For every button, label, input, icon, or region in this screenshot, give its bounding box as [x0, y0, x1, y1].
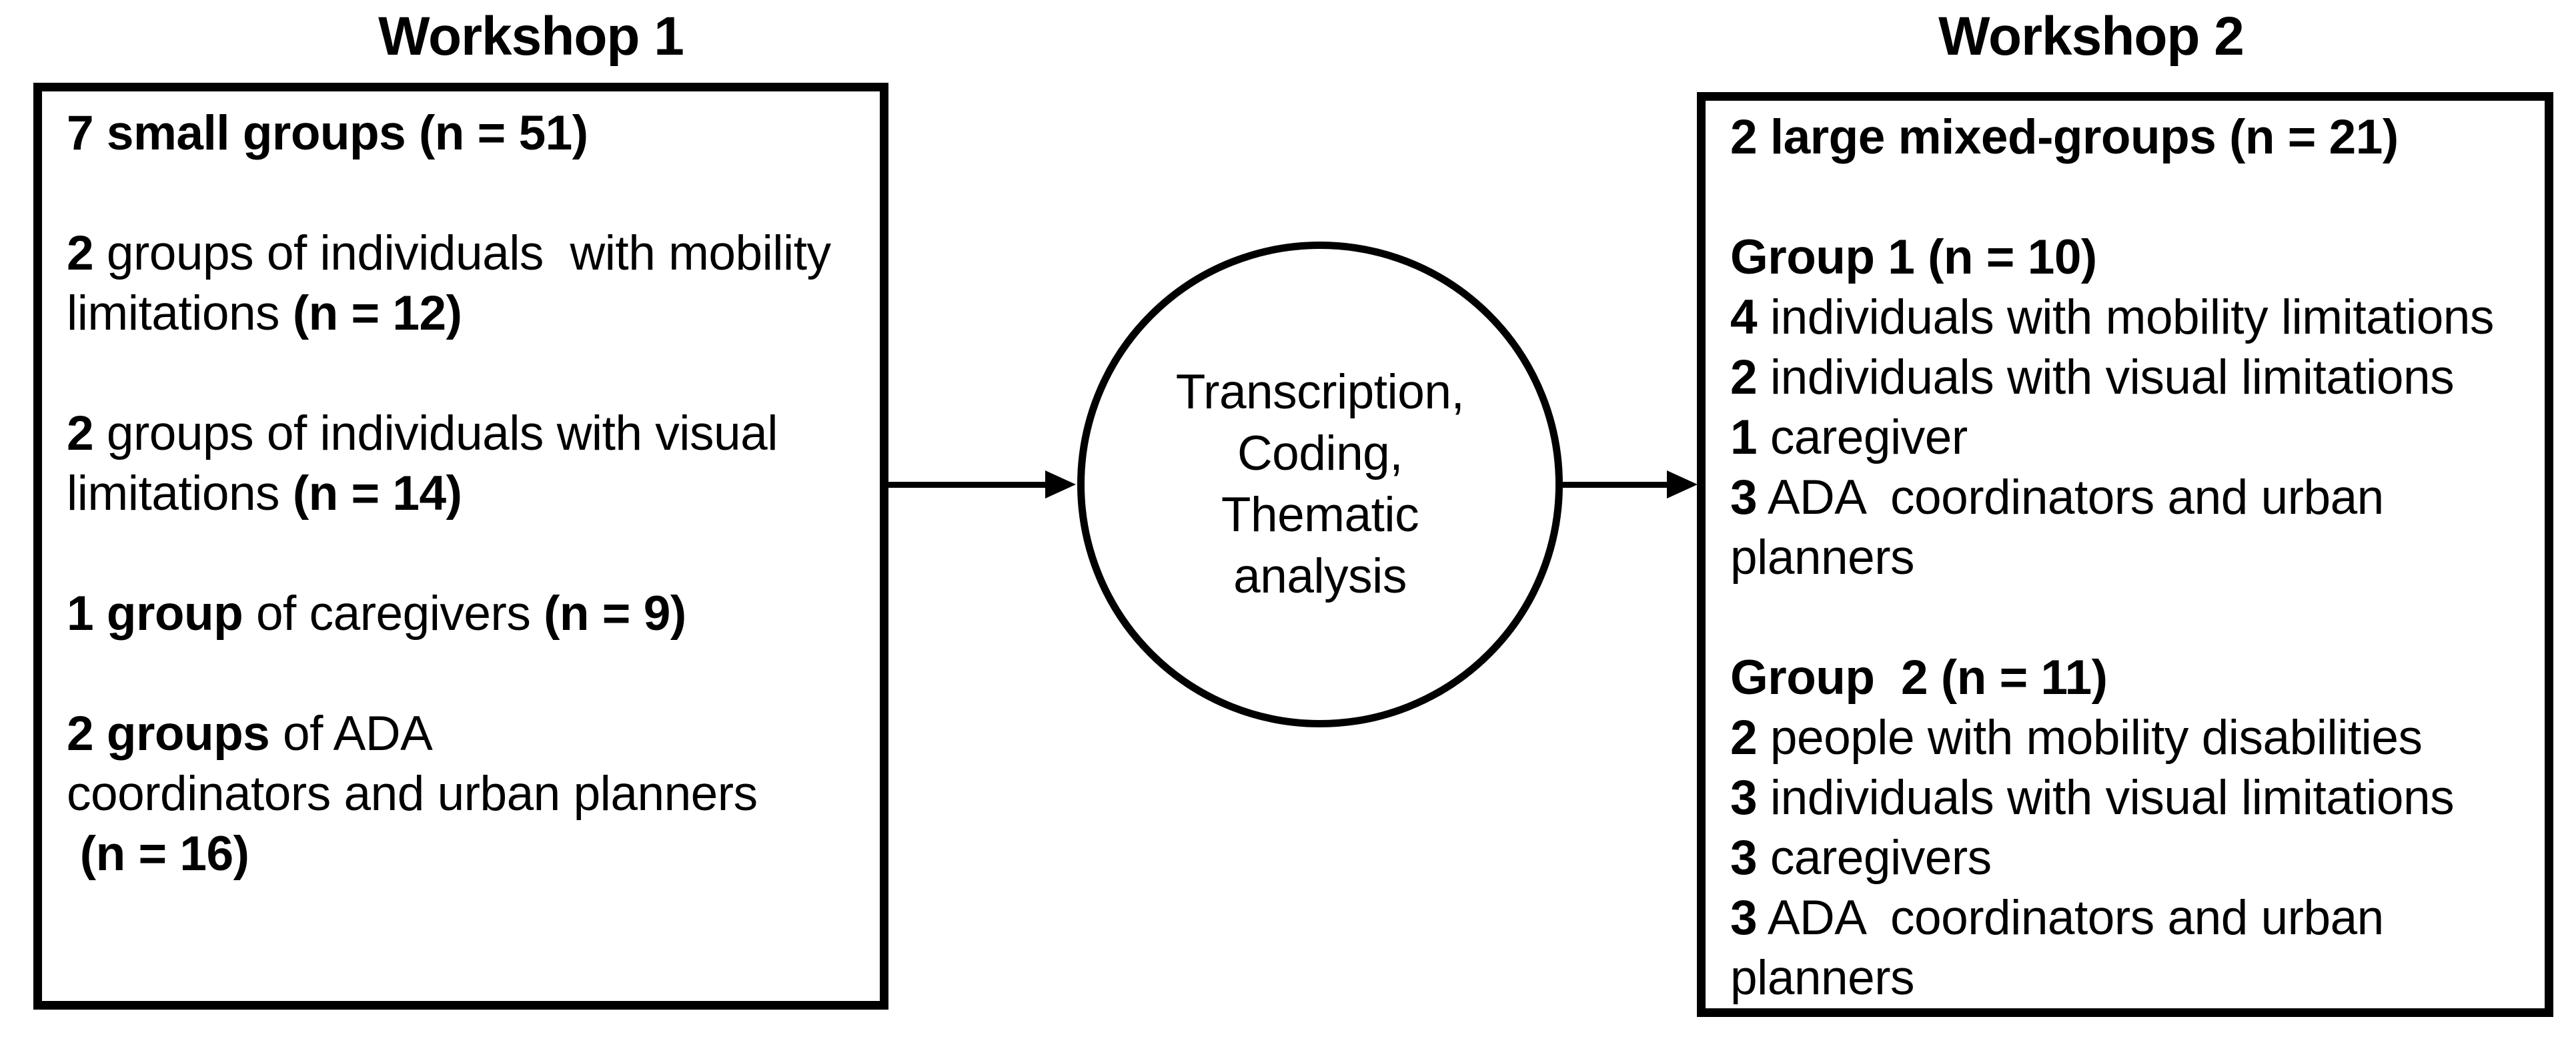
text-line: 1 group of caregivers (n = 9) [67, 584, 868, 644]
text-segment: 2 large mixed-groups (n = 21) [1730, 110, 2399, 164]
text-line: (n = 16) [67, 824, 868, 884]
w1-paragraph-ada: 2 groups of ADA coordinators and urban p… [67, 704, 868, 884]
w1-paragraph-mobility: 2 groups of individuals with mobility li… [67, 224, 868, 344]
workshop1-title: Workshop 1 [378, 6, 684, 67]
w1-paragraph-visual: 2 groups of individuals with visual limi… [67, 404, 868, 524]
text-segment: (n = 12) [292, 286, 462, 340]
text-segment: 1 group [67, 587, 243, 641]
w2-paragraph-group2: Group 2 (n = 11) 2 people with mobility … [1730, 648, 2533, 1008]
text-segment: coordinators and urban planners [67, 767, 758, 821]
text-segment: 2 [67, 406, 94, 460]
text-segment: people with mobility disabilities [1757, 711, 2423, 765]
text-segment: 4 [1730, 290, 1758, 344]
text-line: 1 caregiver [1730, 408, 2533, 468]
text-line: Coding, [1237, 426, 1403, 480]
workshop2-box: 2 large mixed-groups (n = 21) Group 1 (n… [1697, 92, 2553, 1017]
text-segment: 3 [1730, 831, 1758, 885]
w2-paragraph-mixed-groups: 2 large mixed-groups (n = 21) [1730, 107, 2533, 167]
text-line: analysis [1233, 549, 1407, 603]
text-line: 3 caregivers [1730, 828, 2533, 888]
text-segment: groups of individuals with visual [93, 406, 778, 460]
text-segment: planners [1730, 531, 1915, 585]
text-segment: 3 [1730, 771, 1758, 825]
text-segment: limitations [67, 466, 293, 520]
w2-paragraph-group1: Group 1 (n = 10) 4 individuals with mobi… [1730, 228, 2533, 588]
text-segment: individuals with visual limitations [1757, 350, 2455, 404]
text-line: 3 ADA coordinators and urban [1730, 888, 2533, 948]
text-segment: (n = 16) [79, 827, 249, 881]
text-line: 7 small groups (n = 51) [67, 103, 868, 163]
text-line: limitations (n = 12) [67, 284, 868, 344]
text-line: 2 groups of individuals with mobility [67, 224, 868, 284]
text-segment: ADA coordinators and urban [1757, 470, 2384, 524]
text-line: 2 people with mobility disabilities [1730, 708, 2533, 768]
text-segment: individuals with mobility limitations [1757, 290, 2495, 344]
text-segment: groups of individuals with mobility [93, 226, 831, 280]
text-segment: of caregivers [243, 587, 544, 641]
workshop2-title: Workshop 2 [1938, 6, 2244, 67]
text-line: 3 individuals with visual limitations [1730, 768, 2533, 828]
process-circle-text: Transcription, Coding, Thematic analysis [1176, 362, 1465, 607]
w1-paragraph-small-groups: 7 small groups (n = 51) [67, 103, 868, 163]
text-segment: caregiver [1757, 410, 1968, 464]
text-segment: 7 small groups (n = 51) [67, 106, 588, 160]
text-segment: (n = 14) [292, 466, 462, 520]
text-line: 4 individuals with mobility limitations [1730, 288, 2533, 348]
text-segment: of ADA [269, 707, 433, 761]
text-segment: limitations [67, 286, 293, 340]
text-segment: 2 [1730, 711, 1758, 765]
text-segment: 3 [1730, 891, 1758, 945]
text-segment: 1 [1730, 410, 1758, 464]
text-line: 2 groups of individuals with visual [67, 404, 868, 464]
text-segment: 2 [67, 226, 94, 280]
text-line: 3 ADA coordinators and urban [1730, 468, 2533, 528]
text-line: planners [1730, 948, 2533, 1008]
text-segment [67, 827, 80, 881]
text-segment: Group 2 (n = 11) [1730, 651, 2108, 705]
text-line: coordinators and urban planners [67, 764, 868, 824]
arrow-left-head-icon [1045, 470, 1076, 498]
text-segment: 2 groups [67, 707, 270, 761]
workshop1-box: 7 small groups (n = 51) 2 groups of indi… [33, 83, 888, 1010]
text-segment: ADA coordinators and urban [1757, 891, 2384, 945]
text-line: 2 individuals with visual limitations [1730, 348, 2533, 408]
process-circle: Transcription, Coding, Thematic analysis [1077, 242, 1563, 727]
text-segment: 3 [1730, 470, 1758, 524]
text-segment: caregivers [1757, 831, 1992, 885]
text-line: Thematic [1221, 488, 1419, 542]
text-segment: 2 [1730, 350, 1758, 404]
arrow-right-line [1563, 482, 1670, 488]
text-segment: individuals with visual limitations [1757, 771, 2455, 825]
text-segment: Group 1 (n = 10) [1730, 230, 2097, 284]
text-segment: planners [1730, 951, 1915, 1005]
text-line: 2 large mixed-groups (n = 21) [1730, 107, 2533, 167]
w1-paragraph-caregivers: 1 group of caregivers (n = 9) [67, 584, 868, 644]
text-line: limitations (n = 14) [67, 464, 868, 524]
text-line: Transcription, [1175, 365, 1465, 419]
arrow-right-head-icon [1667, 470, 1698, 498]
text-line: planners [1730, 528, 2533, 588]
text-line: Group 1 (n = 10) [1730, 228, 2533, 288]
text-segment: (n = 9) [544, 587, 686, 641]
text-line: Group 2 (n = 11) [1730, 648, 2533, 708]
arrow-left-line [888, 482, 1048, 488]
text-line: 2 groups of ADA [67, 704, 868, 764]
